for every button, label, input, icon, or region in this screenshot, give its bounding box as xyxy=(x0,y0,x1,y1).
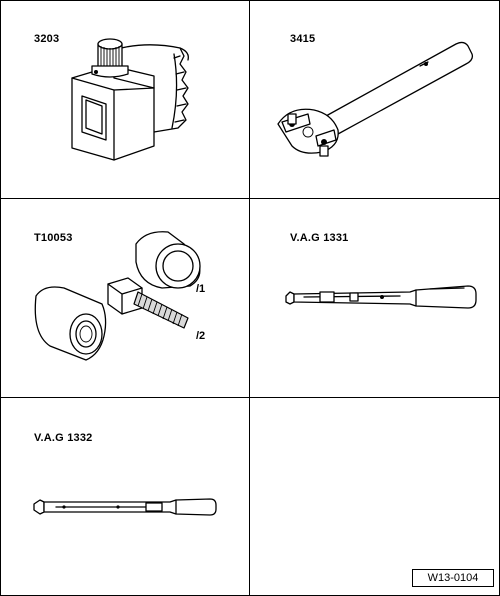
tool-label-T10053: T10053 xyxy=(34,232,73,244)
tool-VAG1332-illustration xyxy=(33,498,217,516)
row-divider-2 xyxy=(0,397,500,398)
part-label-2: /2 xyxy=(196,330,206,342)
center-divider xyxy=(249,0,250,596)
tool-label-3203: 3203 xyxy=(34,33,60,45)
tool-label-3415: 3415 xyxy=(290,33,316,45)
tool-3415-illustration xyxy=(277,41,474,157)
tool-VAG1331-illustration xyxy=(285,285,477,309)
tool-3203-illustration xyxy=(71,38,189,161)
part-label-1: /1 xyxy=(196,283,206,295)
row-divider-1 xyxy=(0,198,500,199)
tool-label-VAG1331: V.A.G 1331 xyxy=(290,232,349,244)
tool-T10053-illustration xyxy=(34,231,201,361)
figure-reference: W13-0104 xyxy=(412,569,494,587)
frame-top xyxy=(0,0,500,1)
tool-label-VAG1332: V.A.G 1332 xyxy=(34,432,93,444)
frame-left xyxy=(0,0,1,596)
